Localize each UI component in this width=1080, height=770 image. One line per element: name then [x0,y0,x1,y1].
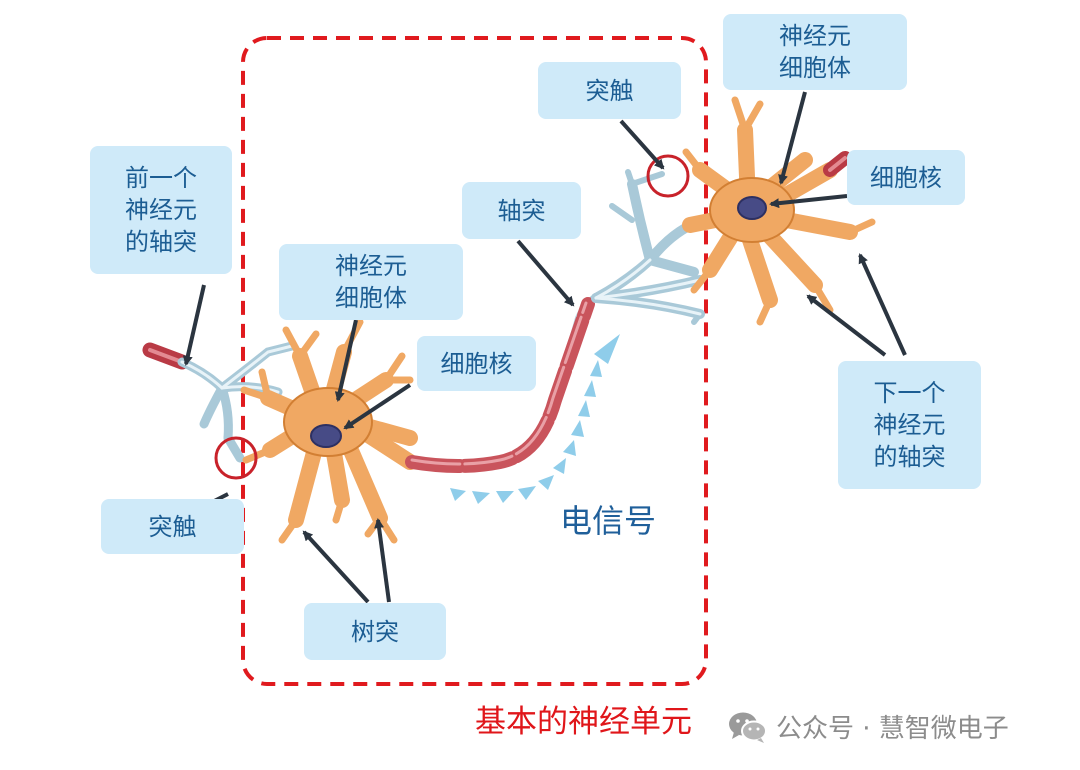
signal-arrows [450,334,620,504]
watermark-text: 公众号 · 慧智微电子 [776,714,1009,744]
nucleus-right [737,196,767,220]
label-nucleus-left: 细胞核 [417,336,536,391]
pointer-arrows [177,91,907,604]
axon [405,293,601,473]
nucleus-left [310,424,342,448]
diagram-caption: 基本的神经单元 [475,704,692,740]
label-dendrite: 树突 [304,603,446,660]
neuron-unit-boundary [241,36,708,686]
label-synapse-top: 突触 [538,62,681,119]
neuron-soma-right [682,96,876,326]
wechat-icon [729,712,767,743]
label-axon: 轴突 [462,182,581,239]
label-synapse-left: 突触 [101,499,244,554]
watermark: 公众号 · 慧智微电子 [728,708,1009,745]
axon-terminal [591,169,705,325]
signal-label: 电信号 [560,502,657,540]
label-next-axon: 下一个 神经元 的轴突 [838,361,981,489]
synapse-circle-left [214,436,258,480]
label-soma-left: 神经元 细胞体 [279,244,463,320]
synapse-circle-top [646,154,690,198]
label-nucleus-right: 细胞核 [847,150,965,205]
label-soma-right: 神经元 细胞体 [723,14,907,90]
neuron-soma-left [240,318,418,544]
label-previous-axon: 前一个 神经元 的轴突 [90,146,232,274]
previous-axon [142,341,297,463]
